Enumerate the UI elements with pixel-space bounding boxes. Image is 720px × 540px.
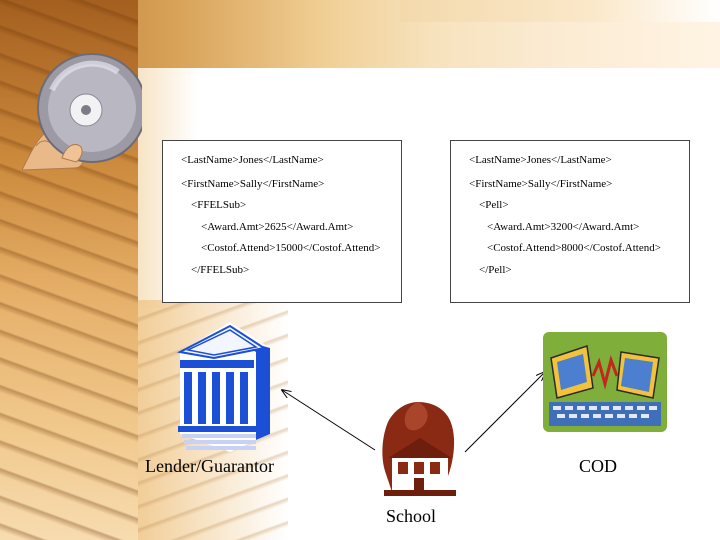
- pell-line-open-tag: <Pell>: [479, 199, 509, 211]
- background-top-strip: [400, 0, 720, 22]
- ffel-line-award: <Award.Amt>2625</Award.Amt>: [201, 221, 354, 233]
- cd-in-hand-icon: [21, 50, 147, 180]
- ffel-xml-box: <LastName>Jones</LastName> <FirstName>Sa…: [162, 140, 402, 303]
- pell-xml-box: <LastName>Jones</LastName> <FirstName>Sa…: [450, 140, 690, 303]
- pell-line-cost: <Costof.Attend>8000</Costof.Attend>: [487, 242, 661, 254]
- arrow-school-cod: [464, 372, 545, 453]
- pell-line-firstname: <FirstName>Sally</FirstName>: [469, 178, 613, 190]
- ffel-line-open-tag: <FFELSub>: [191, 199, 247, 211]
- bank-building-icon: [174, 318, 274, 454]
- ffel-line-cost: <Costof.Attend>15000</Costof.Attend>: [201, 242, 381, 254]
- computers-network-icon: [543, 332, 667, 432]
- lender-guarantor-label: Lender/Guarantor: [145, 456, 274, 476]
- ffel-line-lastname: <LastName>Jones</LastName>: [181, 154, 324, 166]
- cod-label: COD: [579, 456, 618, 476]
- ffel-line-firstname: <FirstName>Sally</FirstName>: [181, 178, 325, 190]
- school-building-icon: [378, 400, 460, 500]
- ffel-line-close-tag: </FFELSub>: [191, 264, 250, 276]
- arrow-lender-school: [282, 390, 376, 451]
- pell-line-close-tag: </Pell>: [479, 264, 512, 276]
- school-label: School: [386, 506, 437, 526]
- pell-line-award: <Award.Amt>3200</Award.Amt>: [487, 221, 640, 233]
- pell-line-lastname: <LastName>Jones</LastName>: [469, 154, 612, 166]
